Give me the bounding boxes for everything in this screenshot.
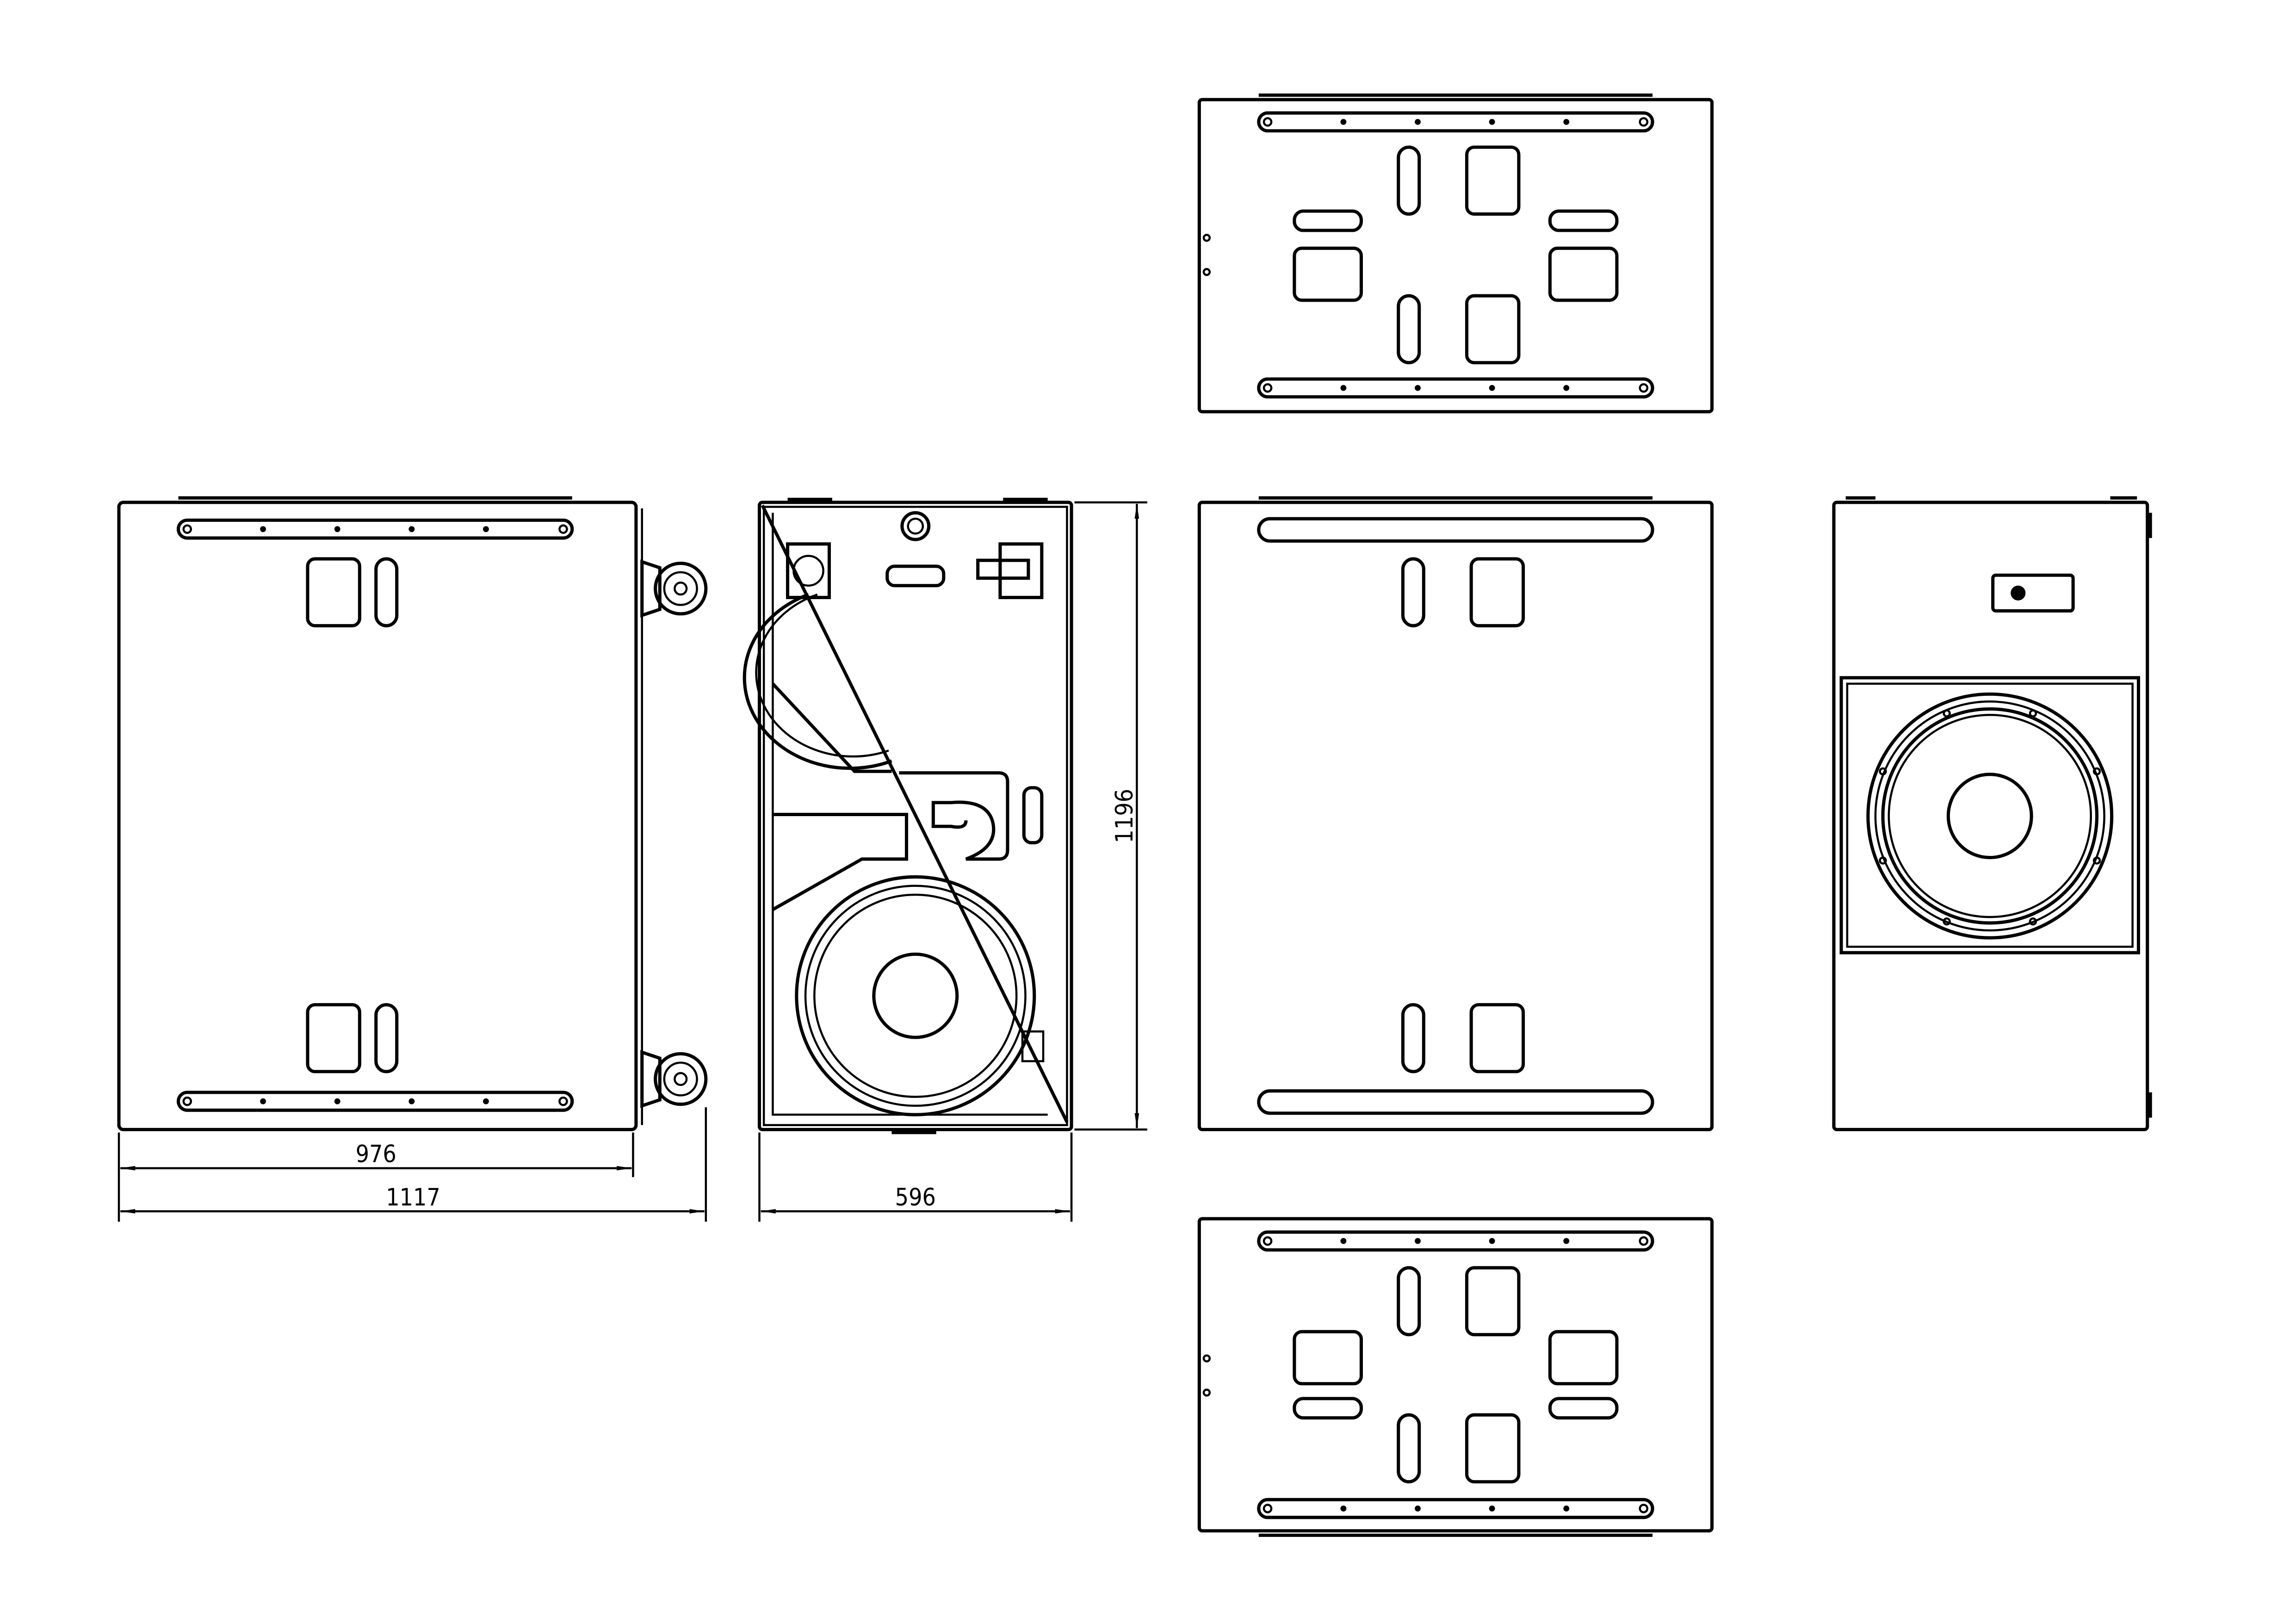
connector-plate [998,542,1044,599]
side-view [117,496,706,1131]
top-view [1197,93,1714,414]
rear-view [1197,496,1714,1131]
speaker-cone [1946,773,2033,860]
speaker-cone [872,952,959,1039]
section-line [761,504,1069,1123]
dimension-596: 596 [758,1132,1073,1222]
rigging-rail [178,520,572,538]
dimension-1196: 1196 [1074,501,1147,1131]
handle [308,559,397,626]
front-grille-view [1832,496,2152,1131]
caster-wheel-icon [642,562,706,615]
input-panel [1991,573,2075,613]
bottom-view [1197,1217,1714,1537]
handle [308,1005,397,1072]
dimension-label: 1196 [1111,789,1139,843]
caster-wheel-icon [642,1052,706,1106]
dimension-1117: 1117 [120,1183,705,1214]
dimension-label: 1117 [386,1183,440,1211]
dimension-976: 976 [118,1107,707,1222]
dimension-label: 596 [895,1183,936,1211]
dimension-label: 976 [356,1140,396,1168]
front-cutaway-view [743,497,1073,1134]
rigging-rail [178,1092,572,1110]
